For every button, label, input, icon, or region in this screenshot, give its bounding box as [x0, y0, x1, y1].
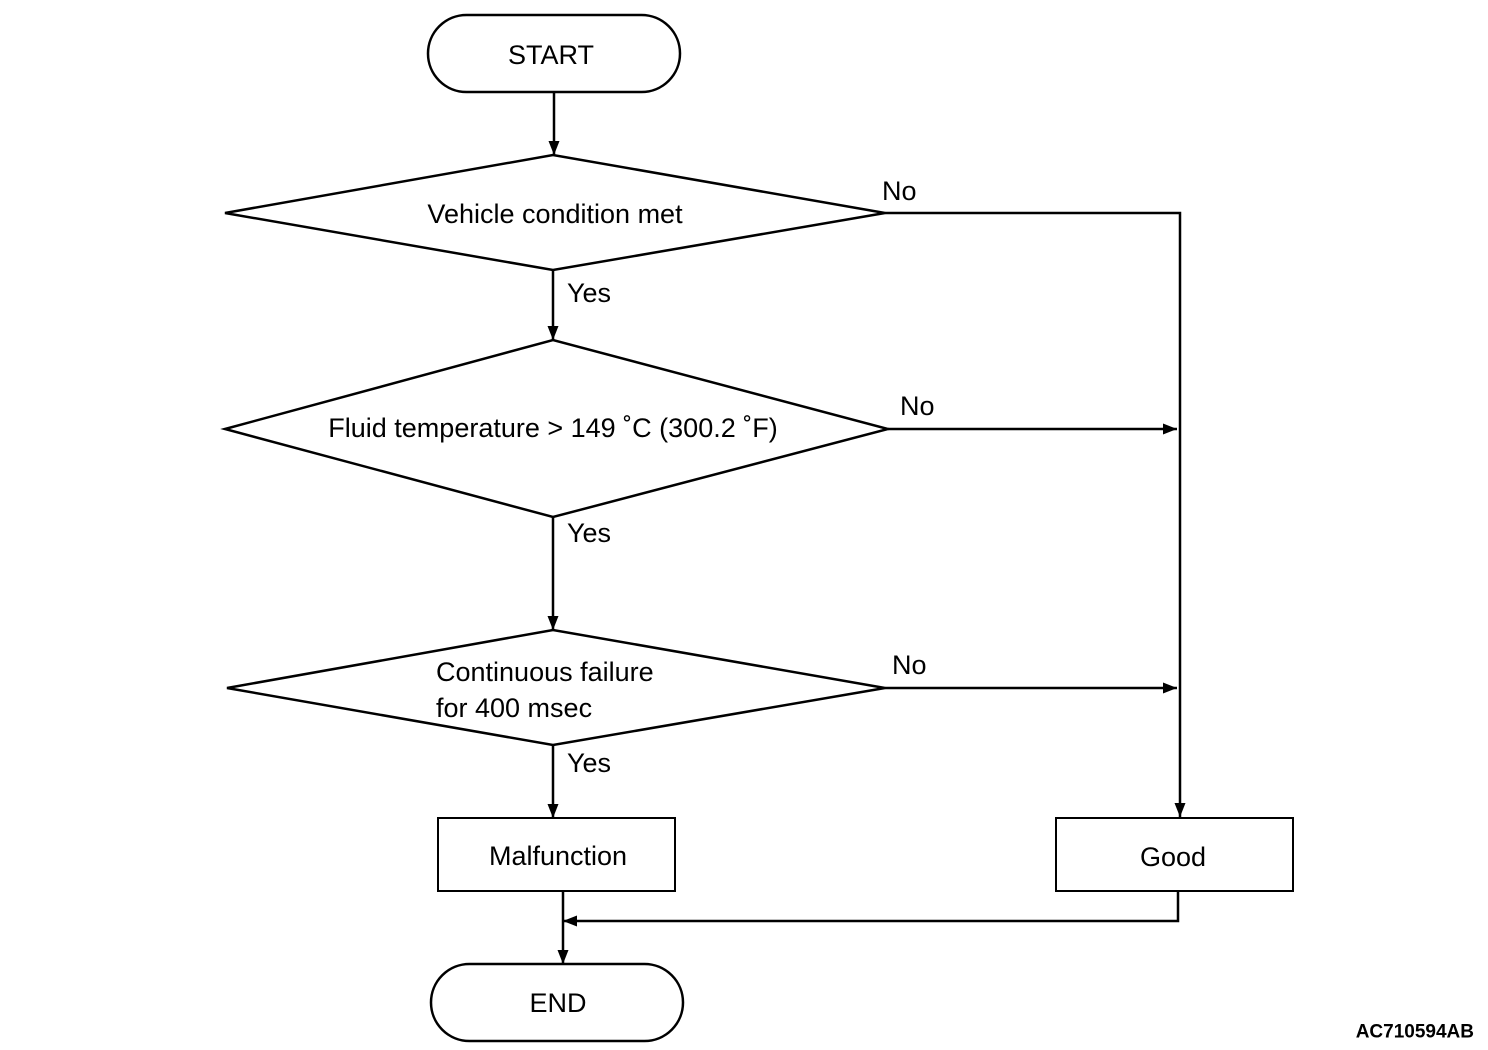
decision-2: Fluid temperature > 149 ˚C (300.2 ˚F): [220, 338, 893, 519]
decision-2-yes-label: Yes: [567, 518, 611, 548]
good-shape: [1055, 817, 1294, 892]
connector-good-to-end-merge: [563, 891, 1180, 927]
malfunction-label: Malfunction: [489, 841, 627, 871]
decision-3-label-line-1: Continuous failure: [436, 657, 654, 687]
decision-3-no-label: No: [892, 650, 927, 680]
figure-code: AC710594AB: [1356, 1022, 1474, 1043]
decision-1-label: Vehicle condition met: [427, 199, 683, 229]
malfunction-shape: [437, 817, 676, 892]
decision-3-yes-label: Yes: [567, 748, 611, 778]
decision-3: Continuous failure for 400 msec: [226, 628, 886, 747]
connector-decision-1-no-to-good: [885, 211, 1186, 817]
malfunction-box: Malfunction: [437, 817, 676, 892]
decision-2-label: Fluid temperature > 149 ˚C (300.2 ˚F): [328, 413, 777, 443]
good-box: Good: [1055, 817, 1294, 892]
start-label: START: [508, 40, 594, 70]
start-terminator: START: [426, 13, 682, 94]
decision-1-no-label: No: [882, 176, 917, 206]
end-shape: [429, 962, 685, 1043]
decision-1-yes-label: Yes: [567, 278, 611, 308]
decision-2-no-label: No: [900, 391, 935, 421]
decision-1: Vehicle condition met: [224, 153, 886, 272]
decision-3-label-line-2: for 400 msec: [436, 693, 592, 723]
end-terminator: END: [429, 962, 685, 1043]
good-label: Good: [1140, 842, 1206, 872]
decision-3-shape: [226, 628, 886, 747]
end-label: END: [529, 988, 586, 1018]
